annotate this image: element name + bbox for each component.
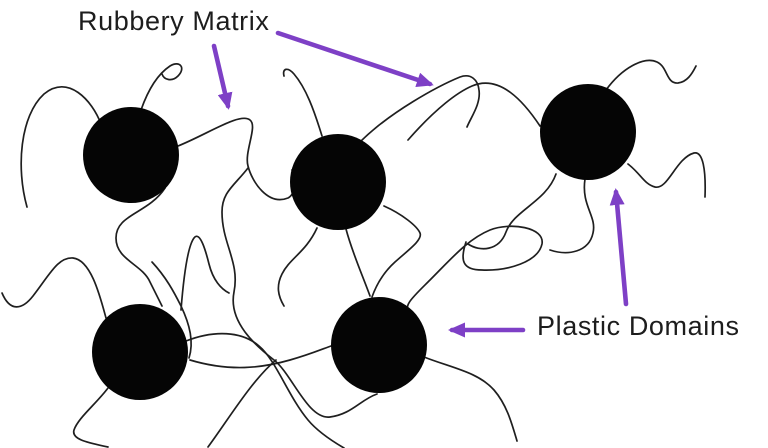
polymer-chain-line xyxy=(221,167,378,418)
polymer-chain-line xyxy=(282,68,323,137)
polymer-chain-line xyxy=(605,59,697,91)
polymer-chain-line xyxy=(73,387,109,448)
polymer-chain-line xyxy=(345,228,371,297)
polymer-chain-line xyxy=(359,75,481,143)
polymer-chain-line xyxy=(549,178,595,254)
plastic-domains xyxy=(83,84,636,400)
rubbery-matrix-arrow-left xyxy=(211,43,233,110)
plastic-domain-circle xyxy=(331,297,427,393)
plastic-domains-label: Plastic Domains xyxy=(537,311,740,341)
polymer-chain-line xyxy=(189,345,332,369)
plastic-domains-arrow-up xyxy=(609,188,629,307)
polymer-chain-line xyxy=(177,117,296,201)
polymer-chain-line xyxy=(115,187,166,307)
polymer-chain-line xyxy=(140,63,183,111)
polymer-chain-line xyxy=(20,86,102,208)
plastic-domain-circle xyxy=(83,107,179,203)
annotation-arrows xyxy=(211,30,629,338)
polymer-chain-line xyxy=(185,332,345,448)
polymer-chain-line xyxy=(151,261,192,359)
polymer-chain-line xyxy=(277,227,318,307)
polymer-chain-line xyxy=(1,257,107,319)
polymer-chain-line xyxy=(467,173,557,250)
rubbery-matrix-arrow-right xyxy=(275,30,434,87)
polymer-chain-line xyxy=(207,359,277,448)
rubbery-matrix-label: Rubbery Matrix xyxy=(78,6,270,36)
polymer-chain-line xyxy=(180,235,230,311)
rubbery-matrix-chains xyxy=(1,59,707,448)
plastic-domain-circle xyxy=(92,304,188,400)
polymer-chain-line xyxy=(627,152,707,198)
polymer-chain-line xyxy=(371,205,422,298)
polymer-chain-line xyxy=(406,225,543,313)
plastic-domain-circle xyxy=(290,134,386,230)
polymer-chain-line xyxy=(423,356,518,442)
plastic-domain-circle xyxy=(540,84,636,180)
polymer-chain-line xyxy=(407,82,541,141)
